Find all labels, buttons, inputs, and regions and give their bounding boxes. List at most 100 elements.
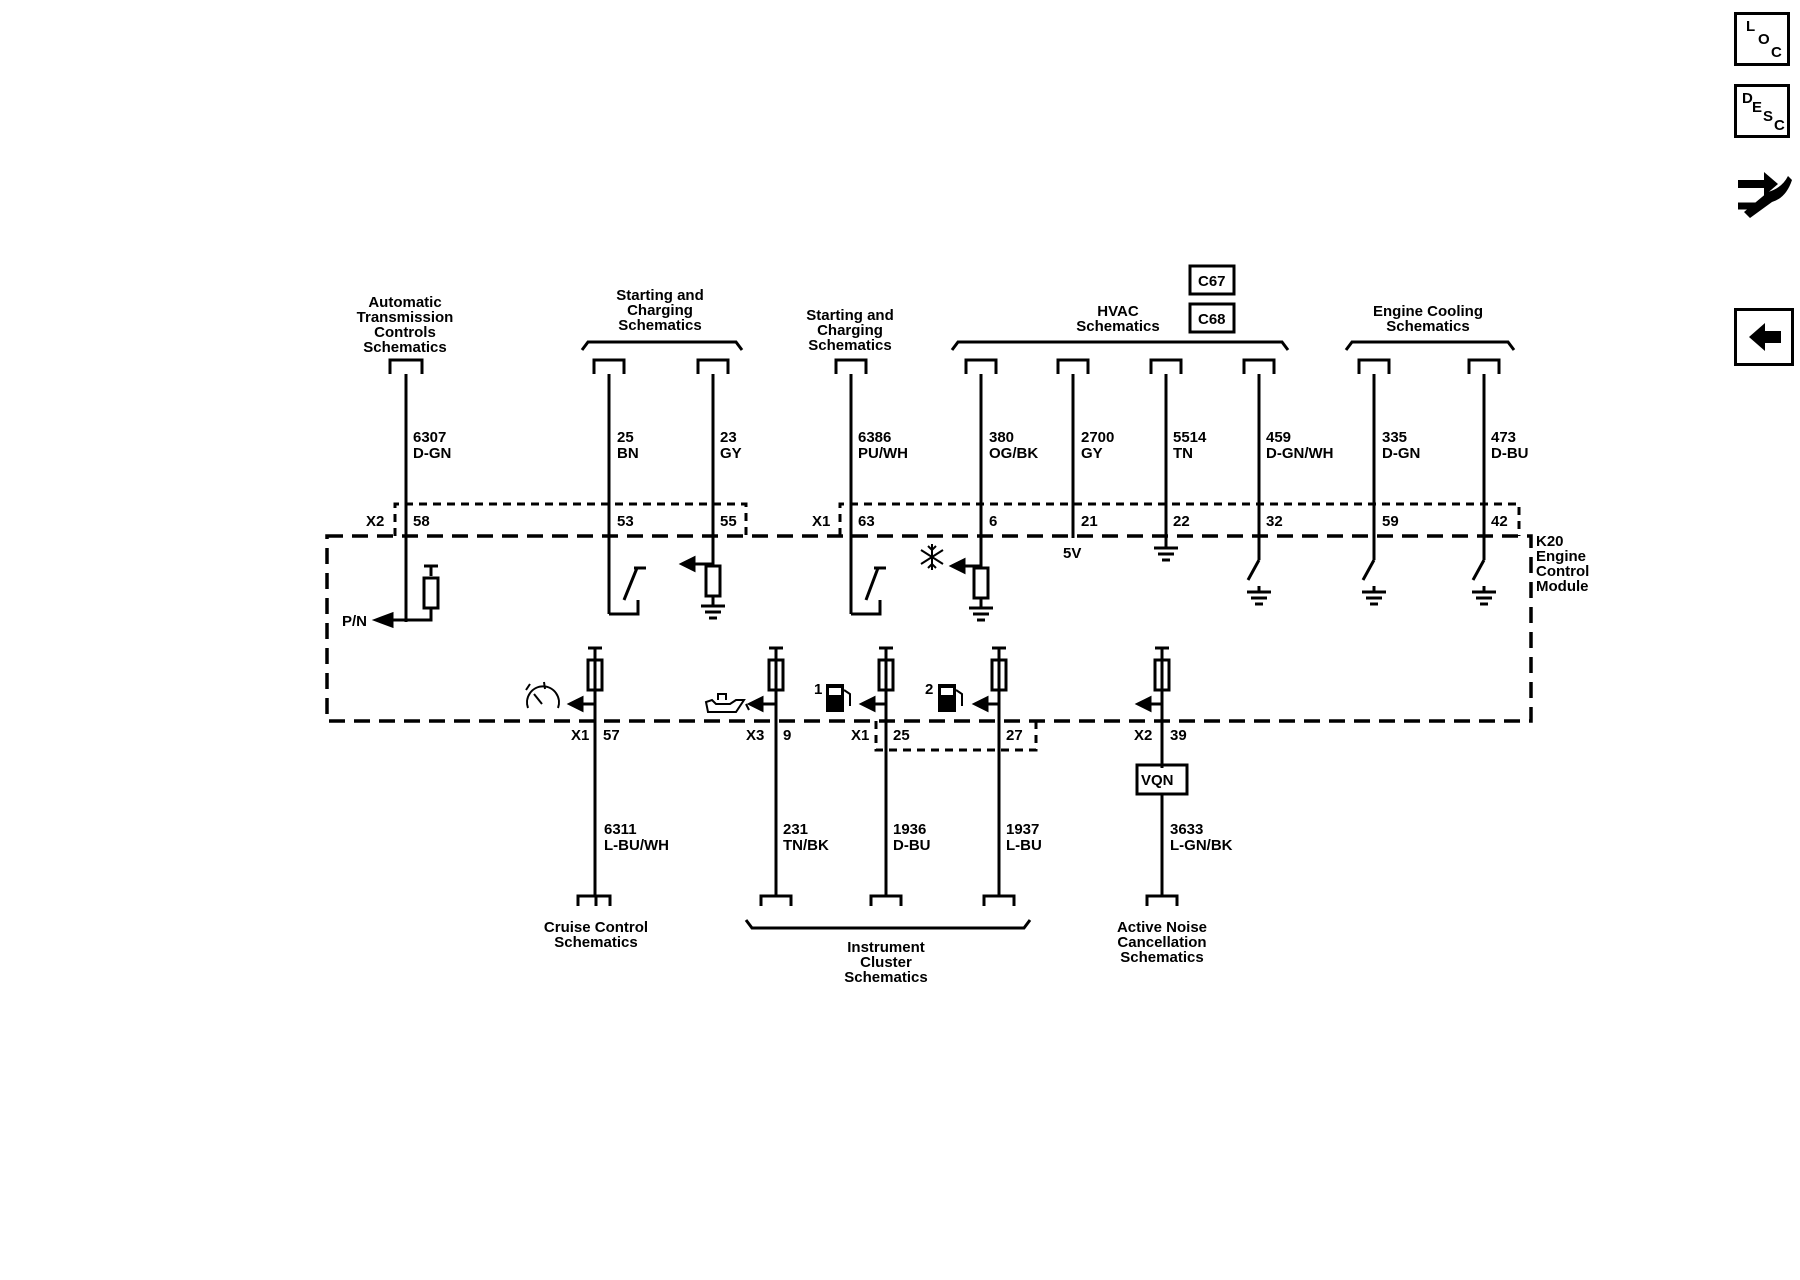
output-57 bbox=[566, 646, 604, 713]
svg-text:GY: GY bbox=[720, 445, 742, 462]
header-starting-charging-2: Starting and Charging Schematics bbox=[806, 307, 894, 354]
svg-text:TN/BK: TN/BK bbox=[783, 837, 829, 854]
svg-text:6: 6 bbox=[989, 513, 997, 530]
five-volt-label: 5V bbox=[1063, 545, 1081, 562]
start-switch-53 bbox=[609, 566, 646, 616]
wrench-arrows-icon[interactable] bbox=[1734, 158, 1794, 222]
svg-text:Schematics: Schematics bbox=[1120, 949, 1203, 966]
header-hvac: HVAC Schematics bbox=[1076, 303, 1159, 335]
header-bracket-cluster bbox=[744, 919, 1032, 930]
pn-label: P/N bbox=[342, 613, 367, 630]
svg-text:1937: 1937 bbox=[1006, 821, 1039, 838]
svg-text:42: 42 bbox=[1491, 513, 1508, 530]
pin32-switch bbox=[1246, 559, 1271, 606]
desc-button[interactable]: D E S C bbox=[1734, 84, 1790, 138]
svg-text:1936: 1936 bbox=[893, 821, 926, 838]
output-39 bbox=[1134, 646, 1171, 713]
svg-text:6386: 6386 bbox=[858, 429, 891, 446]
back-button[interactable] bbox=[1734, 308, 1794, 366]
snowflake-icon bbox=[920, 544, 944, 570]
svg-text:6311: 6311 bbox=[604, 821, 637, 838]
connector-x2-top: X2 bbox=[366, 513, 384, 530]
loc-letter-c: C bbox=[1771, 44, 1782, 61]
desc-letter-d: D bbox=[1742, 90, 1753, 107]
svg-text:473: 473 bbox=[1491, 429, 1516, 446]
option-code-c67-box bbox=[1188, 264, 1236, 296]
svg-text:459: 459 bbox=[1266, 429, 1291, 446]
vqn-label: VQN bbox=[1141, 772, 1174, 789]
loc-letter-l: L bbox=[1746, 18, 1756, 35]
svg-text:55: 55 bbox=[720, 513, 737, 530]
svg-text:Engine: Engine bbox=[1536, 548, 1586, 565]
pin55-circuit bbox=[678, 555, 725, 620]
svg-text:Module: Module bbox=[1536, 578, 1589, 595]
svg-text:L-BU/WH: L-BU/WH bbox=[604, 837, 669, 854]
header-bracket-hvac bbox=[950, 340, 1290, 351]
svg-text:Schematics: Schematics bbox=[844, 969, 927, 986]
header-instrument-cluster: Instrument Cluster Schematics bbox=[844, 939, 927, 986]
svg-text:Control: Control bbox=[1536, 563, 1589, 580]
bottom-wires bbox=[576, 648, 1179, 906]
svg-text:Schematics: Schematics bbox=[554, 934, 637, 951]
fuel-level-1-label: 1 bbox=[814, 681, 822, 698]
header-automatic-transmission: Automatic Transmission Controls Schemati… bbox=[357, 294, 454, 356]
desc-letter-c: C bbox=[1774, 117, 1785, 134]
start-switch-63 bbox=[851, 566, 886, 616]
svg-text:25: 25 bbox=[893, 727, 910, 744]
top-wires bbox=[388, 358, 1501, 622]
desc-letter-e: E bbox=[1752, 99, 1763, 116]
svg-text:GY: GY bbox=[1081, 445, 1103, 462]
connector-x1-bottom-b: X1 bbox=[851, 727, 869, 744]
left-arrow-icon bbox=[1749, 323, 1781, 351]
svg-text:59: 59 bbox=[1382, 513, 1399, 530]
svg-text:Starting and: Starting and bbox=[616, 287, 704, 304]
svg-text:Charging: Charging bbox=[627, 302, 693, 319]
bottom-circuit-labels: 6311 L-BU/WH 231 TN/BK 1936 D-BU 1937 L-… bbox=[604, 821, 1233, 854]
svg-text:Schematics: Schematics bbox=[363, 339, 446, 356]
module-name: K20 Engine Control Module bbox=[1536, 533, 1589, 595]
output-25 bbox=[858, 646, 895, 713]
pin6-ac-circuit bbox=[948, 557, 993, 622]
option-code-c68: C68 bbox=[1198, 311, 1226, 328]
header-bracket-cooling bbox=[1344, 340, 1516, 351]
connector-x1-top: X1 bbox=[812, 513, 830, 530]
ecm-outline bbox=[325, 534, 1533, 723]
svg-text:57: 57 bbox=[603, 727, 620, 744]
svg-text:Cruise Control: Cruise Control bbox=[544, 919, 648, 936]
svg-text:Schematics: Schematics bbox=[1076, 318, 1159, 335]
svg-text:231: 231 bbox=[783, 821, 808, 838]
svg-text:Cancellation: Cancellation bbox=[1117, 934, 1206, 951]
connector-x3-bottom: X3 bbox=[746, 727, 764, 744]
header-engine-cooling: Engine Cooling Schematics bbox=[1373, 303, 1483, 335]
connector-x1-bottom-a: X1 bbox=[571, 727, 589, 744]
svg-text:5514: 5514 bbox=[1173, 429, 1207, 446]
output-27 bbox=[971, 646, 1008, 713]
svg-text:L-GN/BK: L-GN/BK bbox=[1170, 837, 1233, 854]
vqn-box bbox=[1135, 763, 1189, 796]
svg-text:Schematics: Schematics bbox=[1386, 318, 1469, 335]
svg-text:PU/WH: PU/WH bbox=[858, 445, 908, 462]
fuel-pump-icon-1 bbox=[826, 684, 851, 712]
header-active-noise: Active Noise Cancellation Schematics bbox=[1117, 919, 1207, 966]
loc-letter-o: O bbox=[1758, 31, 1770, 48]
svg-text:D-GN: D-GN bbox=[413, 445, 451, 462]
pin42-switch bbox=[1471, 559, 1496, 606]
svg-text:63: 63 bbox=[858, 513, 875, 530]
svg-text:TN: TN bbox=[1173, 445, 1193, 462]
connector-x1-top-shell bbox=[838, 502, 1521, 536]
svg-text:53: 53 bbox=[617, 513, 634, 530]
svg-text:39: 39 bbox=[1170, 727, 1187, 744]
loc-button[interactable]: L O C bbox=[1734, 12, 1790, 66]
svg-text:OG/BK: OG/BK bbox=[989, 445, 1038, 462]
svg-text:Engine Cooling: Engine Cooling bbox=[1373, 303, 1483, 320]
svg-text:Schematics: Schematics bbox=[808, 337, 891, 354]
svg-text:9: 9 bbox=[783, 727, 791, 744]
option-code-c67: C67 bbox=[1198, 273, 1226, 290]
svg-text:Automatic: Automatic bbox=[368, 294, 441, 311]
svg-text:HVAC: HVAC bbox=[1097, 303, 1139, 320]
oil-can-icon bbox=[704, 693, 750, 713]
header-starting-charging-1: Starting and Charging Schematics bbox=[616, 287, 704, 334]
svg-text:K20: K20 bbox=[1536, 533, 1564, 550]
